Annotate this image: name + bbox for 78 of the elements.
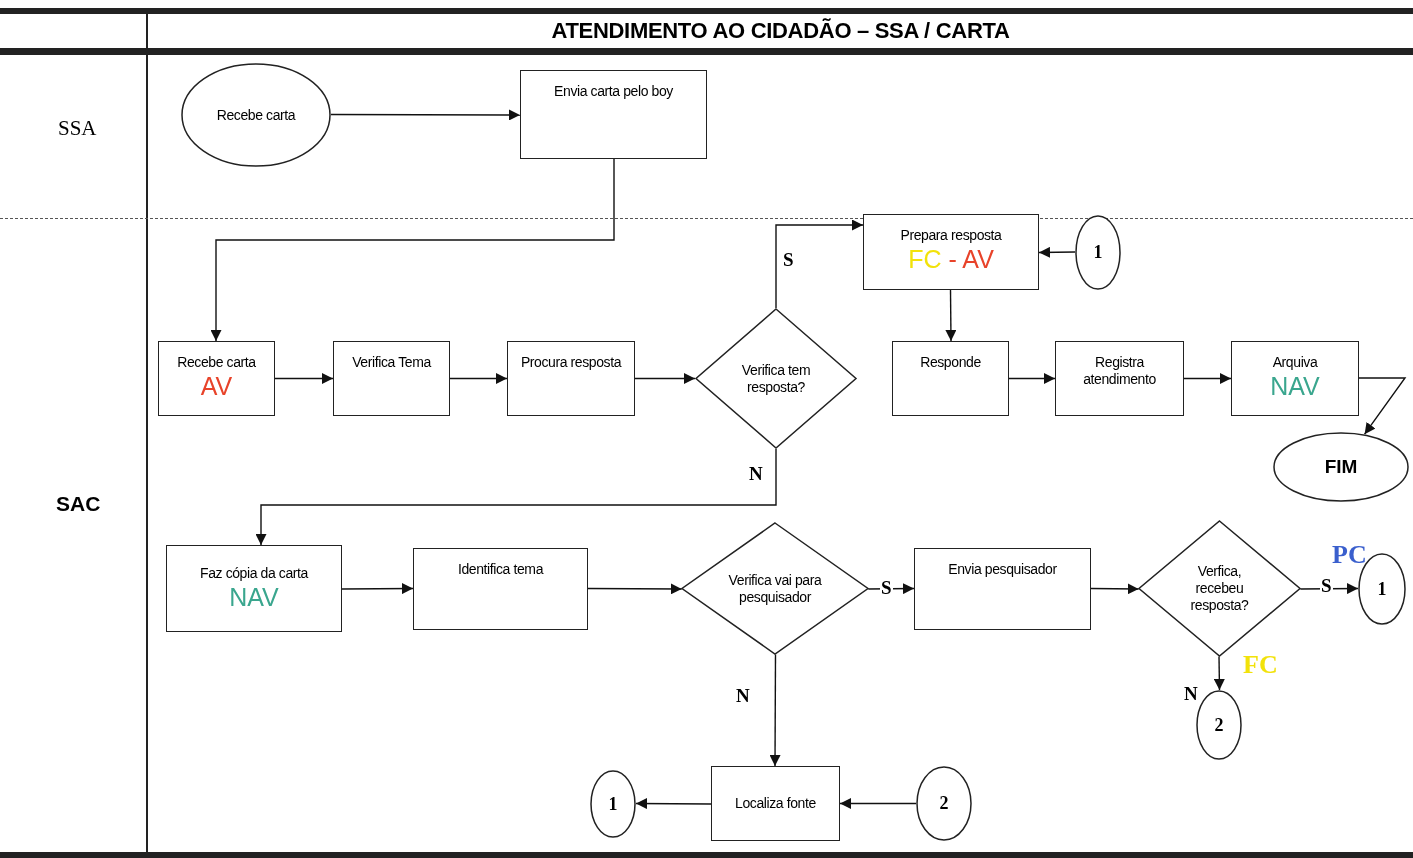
- process-box: [158, 341, 275, 416]
- edge-label: N: [735, 686, 751, 705]
- arrow: [330, 109, 521, 121]
- arrow: [769, 653, 781, 767]
- terminal-ellipse: [1196, 690, 1242, 760]
- connector-number: 1: [1093, 242, 1103, 263]
- process-box: [914, 548, 1091, 630]
- terminal-ellipse: [1273, 432, 1409, 502]
- arrow: [1213, 655, 1225, 691]
- step-label: Verifica tem resposta?: [740, 361, 812, 396]
- arrow: [1358, 377, 1407, 435]
- arrow: [210, 158, 615, 342]
- connector-number: 1: [608, 793, 618, 815]
- process-box: [413, 548, 588, 630]
- step-label: Recebe carta: [177, 354, 256, 371]
- step-label: Envia pesquisador: [948, 561, 1057, 578]
- terminal-ellipse: [590, 770, 636, 838]
- arrow: [1038, 246, 1076, 258]
- process-box: [1231, 341, 1359, 416]
- process-box: [333, 341, 450, 416]
- process-box: [166, 545, 342, 632]
- arrow: [1090, 583, 1140, 595]
- decision-diamond: [1138, 520, 1301, 657]
- terminal-ellipse: [181, 63, 331, 167]
- process-box: [711, 766, 840, 841]
- step-label: Faz cópia da carta: [200, 565, 308, 582]
- edge-label: S: [782, 250, 795, 269]
- arrow: [274, 373, 334, 384]
- connector-number: 1: [1377, 578, 1387, 600]
- code-label: FC - AV: [908, 243, 994, 274]
- arrow: [1183, 373, 1232, 384]
- step-label: Verfica, recebeu resposta?: [1189, 563, 1250, 614]
- step-label: Verifica vai para pesquisador: [727, 571, 823, 606]
- code-label: AV: [200, 370, 233, 401]
- terminal-ellipse: [916, 766, 972, 841]
- arrow: [1299, 583, 1359, 595]
- step-label: Registra atendimento: [1082, 354, 1157, 388]
- edge-label: N: [748, 464, 764, 483]
- role-code: PC: [1332, 540, 1367, 570]
- lane-label: SAC: [56, 492, 101, 516]
- terminal-label: FIM: [1324, 456, 1358, 478]
- decision-diamond: [681, 522, 869, 655]
- connector-number: 2: [1214, 714, 1224, 736]
- code-label: NAV: [1270, 370, 1320, 401]
- arrow: [255, 448, 777, 546]
- arrow: [634, 373, 696, 384]
- step-label: Envia carta pelo boy: [554, 83, 673, 100]
- step-label: Verifica Tema: [352, 354, 431, 371]
- lane-label: SSA: [58, 116, 97, 141]
- connector-number: 2: [939, 793, 949, 814]
- process-box: [520, 70, 707, 159]
- arrow: [839, 798, 917, 809]
- step-label: Arquiva: [1272, 354, 1318, 371]
- decision-diamond: [695, 308, 857, 449]
- step-label: Localiza fonte: [735, 795, 816, 812]
- diagram-title: ATENDIMENTO AO CIDADÃO – SSA / CARTA: [551, 18, 1010, 44]
- process-box: [1055, 341, 1184, 416]
- arrow: [775, 219, 864, 309]
- arrow: [341, 583, 414, 595]
- step-label: Procura resposta: [520, 354, 622, 371]
- step-label: Recebe carta: [216, 106, 296, 124]
- arrow: [945, 289, 957, 342]
- terminal-ellipse: [1075, 215, 1121, 290]
- process-box: [507, 341, 635, 416]
- arrow: [1008, 373, 1056, 384]
- edge-label: S: [880, 578, 893, 597]
- role-code: FC: [1243, 650, 1278, 680]
- edge-label: N: [1183, 684, 1199, 703]
- step-label: Identifica tema: [457, 561, 544, 578]
- arrow: [635, 798, 712, 810]
- step-label: Prepara resposta: [900, 227, 1002, 244]
- process-box: [892, 341, 1009, 416]
- edge-label: S: [1320, 576, 1333, 595]
- code-label: NAV: [229, 581, 279, 612]
- arrow: [587, 583, 683, 595]
- step-label: Responde: [920, 354, 981, 371]
- arrow: [449, 373, 508, 384]
- process-box: [863, 214, 1039, 290]
